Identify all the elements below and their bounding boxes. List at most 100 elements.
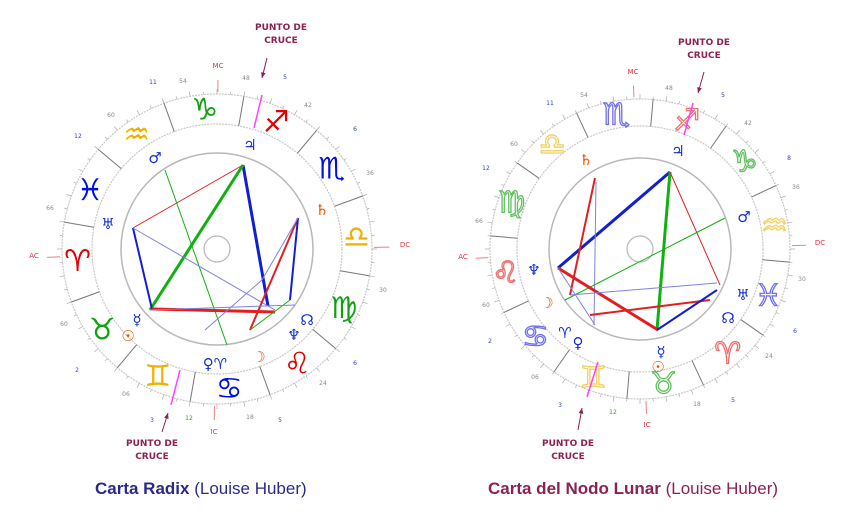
degree-tick xyxy=(105,358,108,361)
cusp-label: 18 xyxy=(693,401,701,408)
degree-tick xyxy=(316,126,321,131)
cusp-label: 60 xyxy=(107,112,115,119)
degree-tick xyxy=(487,221,493,224)
degree-tick xyxy=(282,389,285,393)
degree-tick xyxy=(105,137,108,140)
crossing-point-line xyxy=(170,369,181,406)
degree-tick xyxy=(335,348,340,353)
degree-tick xyxy=(531,140,535,144)
degree-tick xyxy=(762,334,766,338)
cusp-label: 42 xyxy=(304,102,312,109)
aspect-line xyxy=(149,304,296,311)
degree-tick xyxy=(256,398,259,402)
lunar-node-title-sub: (Louise Huber) xyxy=(665,479,779,498)
sign-taurus-icon: ♉ xyxy=(89,312,116,347)
degree-tick xyxy=(113,367,118,372)
aspect-line xyxy=(164,169,228,346)
cusp-label: 24 xyxy=(319,380,327,387)
aspect-line xyxy=(656,289,718,331)
cusp-label: 06 xyxy=(531,374,539,381)
cusp-label: 06 xyxy=(122,391,130,398)
crossing-label-line1: PUNTO DE xyxy=(678,38,730,48)
degree-tick xyxy=(575,384,577,388)
planet-sun-icon: ☉ xyxy=(121,327,134,345)
crossing-point-line xyxy=(586,361,599,398)
sign-boundary xyxy=(691,360,704,386)
planet-saturn-icon: ♄ xyxy=(315,201,328,219)
degree-tick xyxy=(736,130,740,135)
sign-boundary xyxy=(189,372,196,402)
aspect-ring xyxy=(548,157,732,341)
sign-capricorn-icon: ♑ xyxy=(191,93,218,128)
sign-cancer-icon: ♋ xyxy=(522,320,549,355)
degree-tick xyxy=(787,221,793,224)
cusp-label: 60 xyxy=(482,302,490,309)
planet-neptune-icon: ♆ xyxy=(287,326,300,344)
degree-tick xyxy=(243,401,246,407)
degree-tick xyxy=(769,171,775,175)
degree-tick xyxy=(73,181,77,184)
aspect-ring xyxy=(120,152,314,346)
cusp-label: 48 xyxy=(242,75,250,82)
cusp-label: 12 xyxy=(74,133,82,140)
aspect-line xyxy=(132,227,276,311)
degree-tick xyxy=(714,378,718,384)
arrow-head-icon xyxy=(578,408,584,414)
degree-tick xyxy=(366,207,370,210)
planet-saturn-icon: ♄ xyxy=(579,151,592,169)
degree-tick xyxy=(787,274,793,277)
planet-sun-icon: ☉ xyxy=(651,358,664,376)
cusp-label: 8 xyxy=(787,155,791,162)
degree-tick xyxy=(294,110,298,115)
degree-tick xyxy=(357,181,361,184)
degree-tick xyxy=(351,168,356,172)
degree-tick xyxy=(282,105,285,109)
degree-tick xyxy=(87,337,91,340)
cusp-label: 54 xyxy=(179,78,187,85)
sign-cancer-icon: ♋ xyxy=(216,371,243,406)
cusp-label: 6 xyxy=(353,360,357,367)
planet-uranus-icon: ♅ xyxy=(101,215,114,233)
degree-tick xyxy=(494,299,500,303)
sign-boundary xyxy=(710,125,727,149)
degree-tick xyxy=(136,383,140,388)
degree-tick xyxy=(492,209,496,211)
degree-tick xyxy=(357,314,361,317)
sign-gemini-icon: ♊ xyxy=(580,360,607,395)
cusp-label: 11 xyxy=(546,100,554,107)
center-circle xyxy=(203,235,231,263)
cusp-label: 30 xyxy=(379,287,387,294)
cusp-label: 18 xyxy=(246,414,254,421)
degree-tick xyxy=(64,288,68,291)
sign-sagittarius-icon: ♐ xyxy=(673,104,700,139)
aspect-line xyxy=(564,217,726,301)
degree-tick xyxy=(521,149,526,153)
degree-tick xyxy=(725,371,729,375)
degree-tick xyxy=(600,393,602,397)
aspect-line xyxy=(569,282,718,296)
cusp-label: 24 xyxy=(765,353,773,360)
degree-tick xyxy=(780,195,786,199)
degree-tick xyxy=(64,207,68,210)
degree-tick xyxy=(66,301,72,305)
aspect-line xyxy=(557,266,659,332)
aspect-line xyxy=(569,177,596,296)
planet-aries-point-icon: ♈ xyxy=(558,324,571,342)
cusp-label: 36 xyxy=(792,184,800,191)
sign-leo-icon: ♌ xyxy=(492,256,519,291)
degree-tick xyxy=(59,275,65,278)
degree-tick xyxy=(161,98,165,104)
degree-tick xyxy=(725,123,729,127)
sign-scorpio-icon: ♏ xyxy=(603,98,630,133)
degree-tick xyxy=(305,375,308,379)
planet-mercury-icon: ☿ xyxy=(132,311,141,329)
cusp-label: 12 xyxy=(609,409,617,416)
cusp-label: 60 xyxy=(60,321,68,328)
degree-tick xyxy=(149,105,152,109)
sign-virgo-icon: ♍ xyxy=(330,291,357,326)
crossing-label-line2: CRUCE xyxy=(264,36,298,46)
degree-tick xyxy=(678,101,680,105)
degree-tick xyxy=(175,398,178,402)
